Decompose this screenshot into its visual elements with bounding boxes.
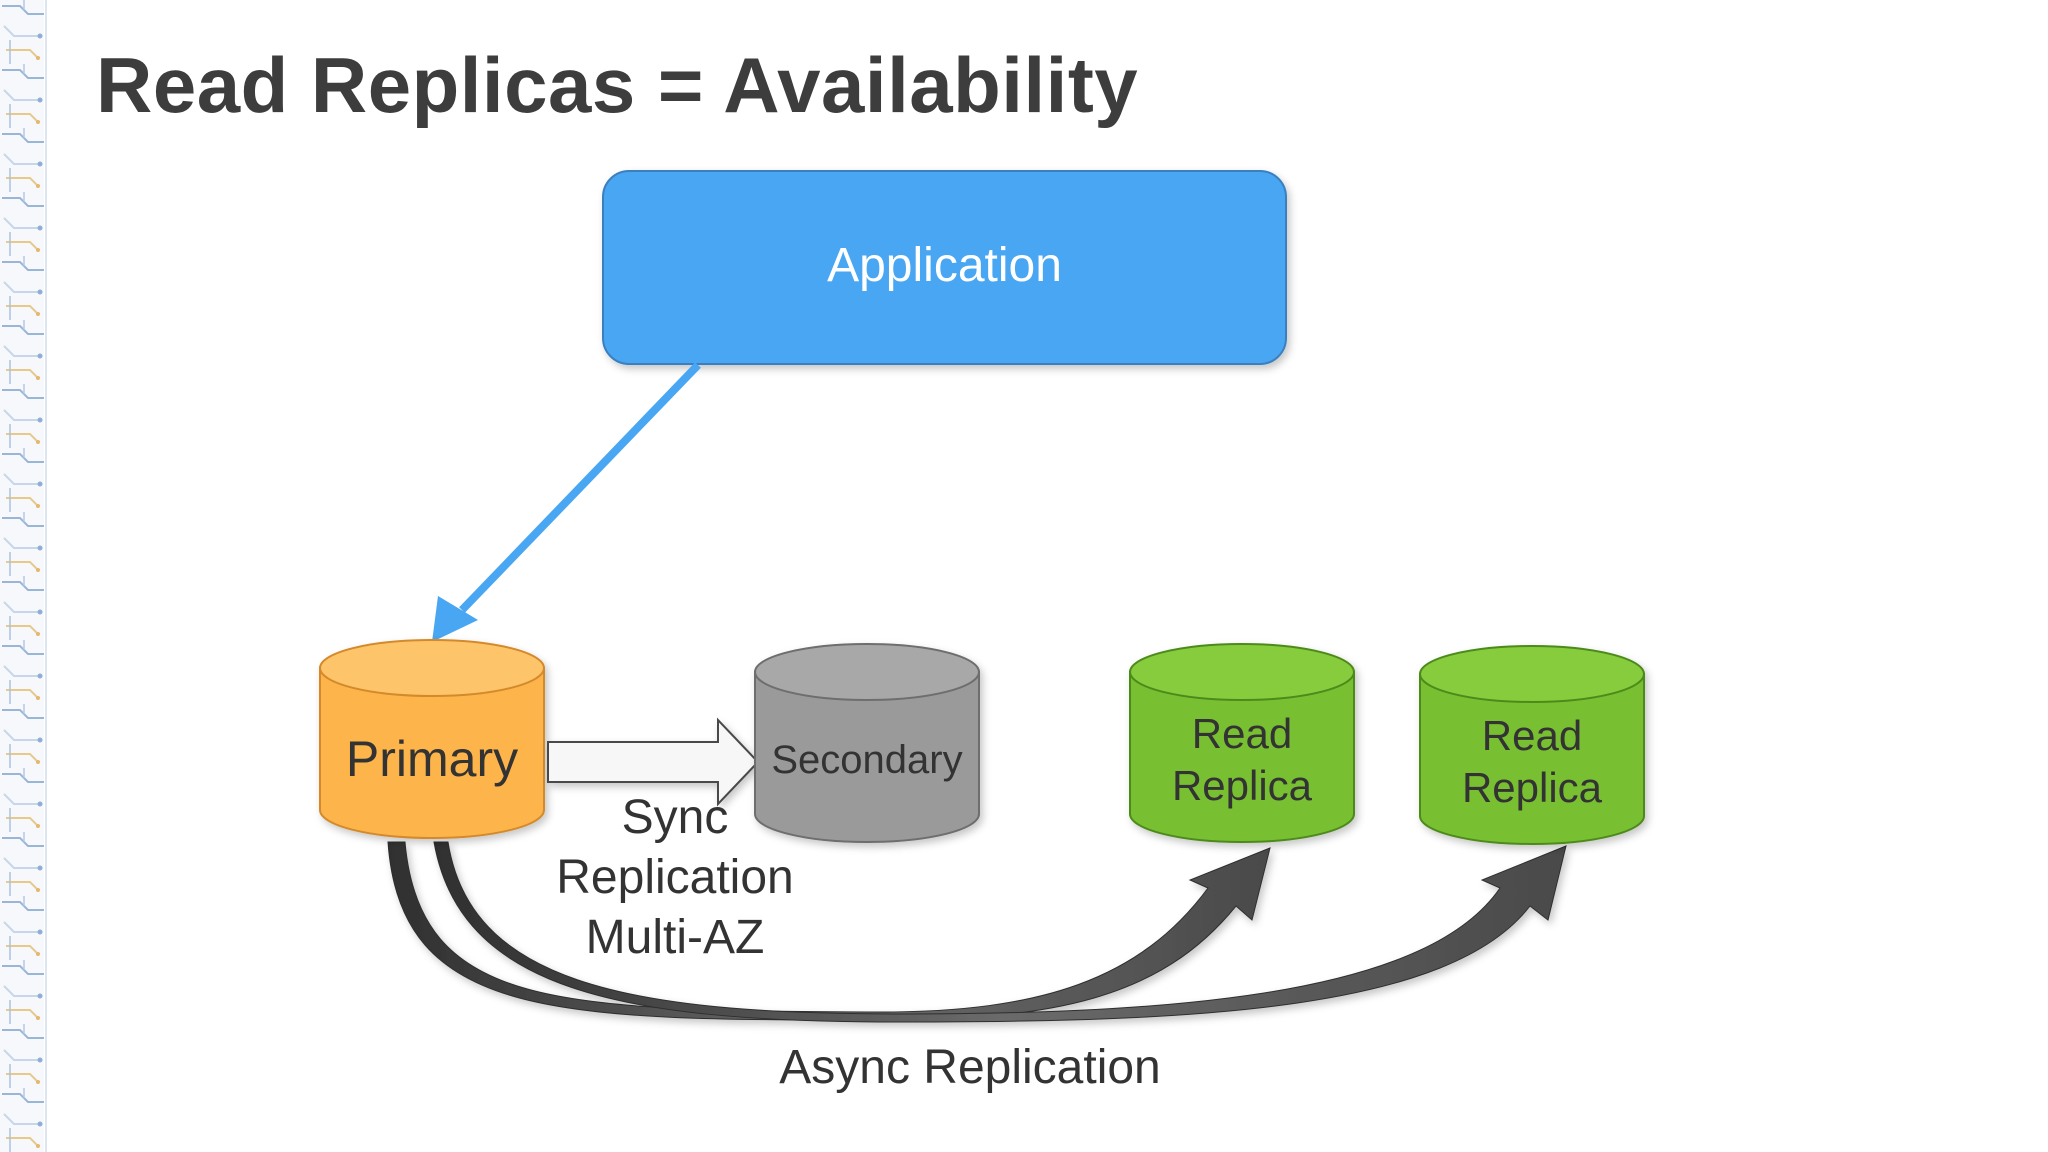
async-replication-arrows bbox=[387, 841, 1567, 1023]
secondary-label: Secondary bbox=[771, 738, 963, 782]
sync-replication-label-line2: Replication bbox=[556, 851, 794, 904]
async-arrow-to-replica-2 bbox=[433, 841, 1567, 1023]
secondary-node bbox=[754, 643, 980, 843]
decorative-left-border bbox=[0, 0, 47, 1152]
sync-replication-label-line3: Multi-AZ bbox=[585, 911, 765, 964]
read-replica-2-label-line1: Read bbox=[1481, 712, 1583, 759]
application-label: Application bbox=[827, 239, 1062, 292]
read-replica-2-node bbox=[1419, 645, 1645, 845]
application-to-primary-arrow bbox=[432, 362, 701, 642]
primary-label: Primary bbox=[345, 731, 519, 787]
read-replica-2-label-line2: Replica bbox=[1461, 764, 1603, 811]
async-arrow-to-replica-1 bbox=[387, 841, 1271, 1021]
application-node bbox=[602, 170, 1287, 365]
page-title: Read Replicas = Availability bbox=[96, 41, 1139, 129]
read-replica-1-node bbox=[1129, 643, 1355, 843]
read-replica-1-label-line2: Replica bbox=[1171, 762, 1313, 809]
sync-replication-arrow bbox=[547, 717, 760, 807]
sync-replication-label-line1: Sync bbox=[621, 791, 729, 844]
primary-node bbox=[319, 639, 545, 839]
read-replica-1-label-line1: Read bbox=[1191, 710, 1293, 757]
async-replication-label: Async Replication bbox=[779, 1041, 1161, 1094]
